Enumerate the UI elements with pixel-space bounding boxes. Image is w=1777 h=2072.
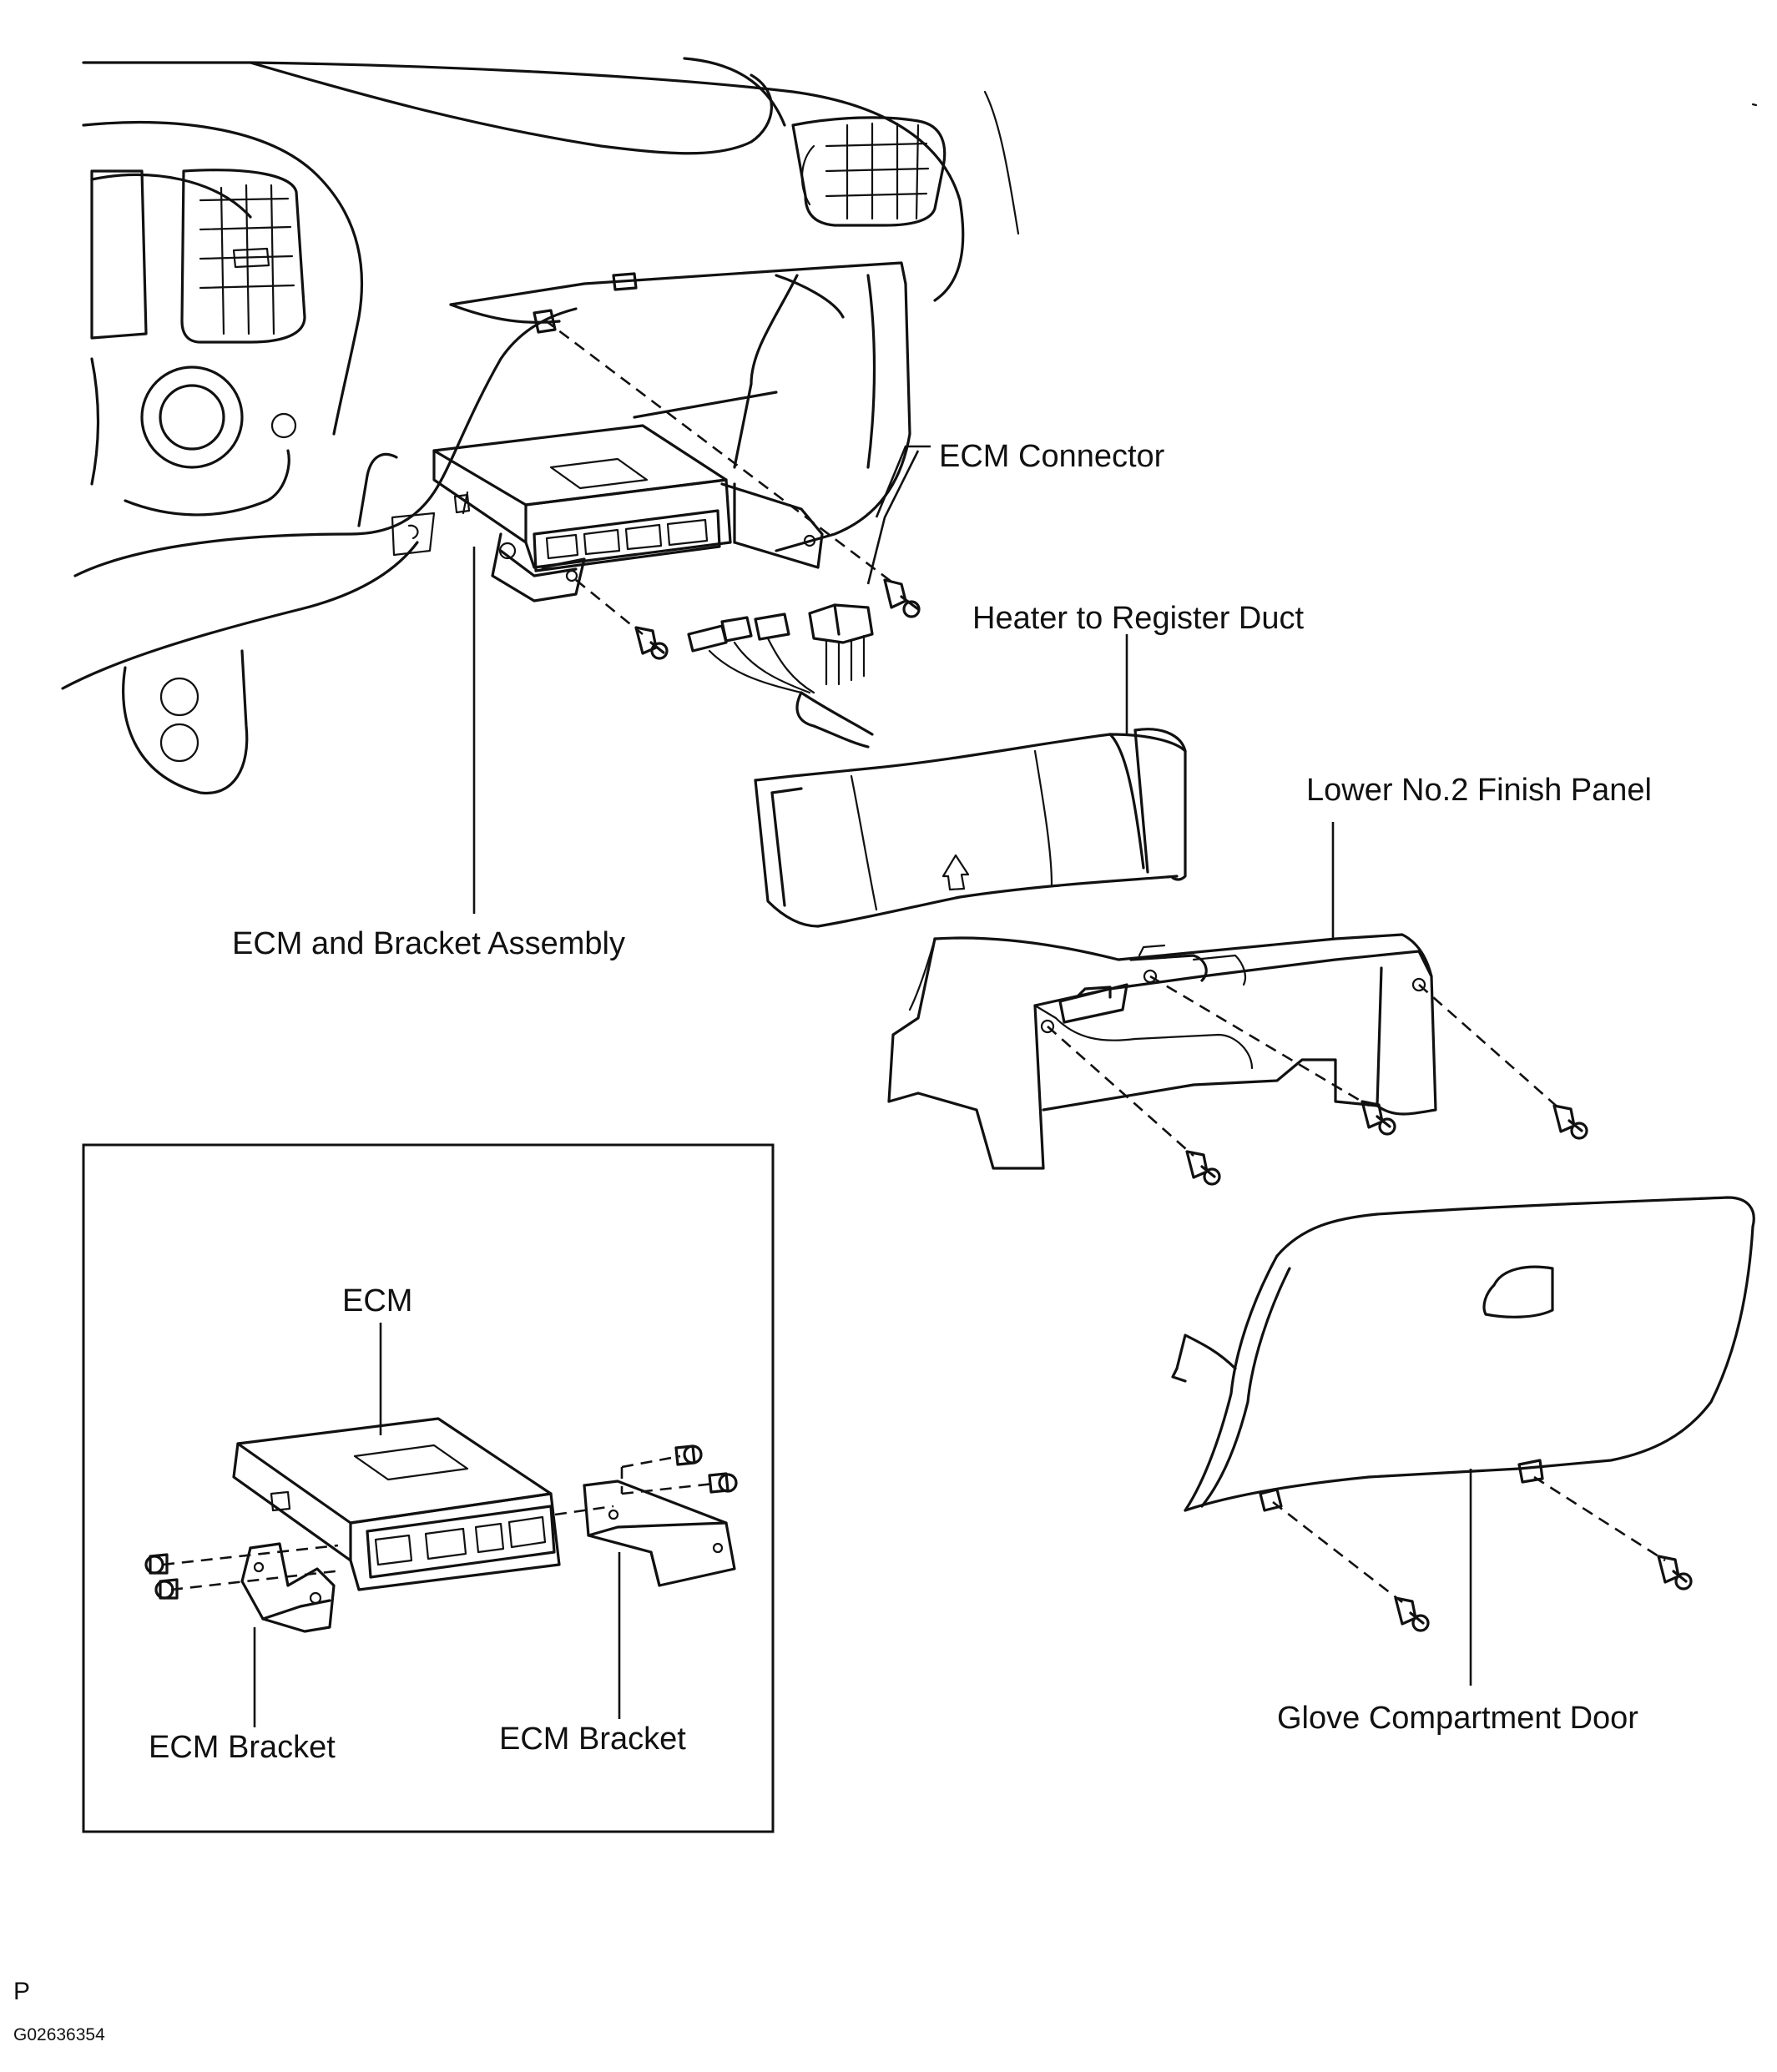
bolt-icon bbox=[883, 578, 921, 618]
alignment-lines-right bbox=[1047, 975, 1666, 1604]
leader-lines bbox=[472, 445, 1472, 1686]
ecm-bracket-assembly-part bbox=[432, 424, 824, 602]
inset-left-bracket-part bbox=[240, 1542, 336, 1633]
bolt-icon bbox=[708, 1472, 738, 1494]
glove-compartment-door-part bbox=[1171, 1196, 1755, 1512]
label-ecm: ECM bbox=[342, 1283, 413, 1318]
lower-finish-panel-part bbox=[887, 933, 1437, 1170]
label-ecm-connector: ECM Connector bbox=[939, 439, 1165, 474]
inset-right-bracket-part bbox=[583, 1480, 736, 1587]
bolt-icon bbox=[1552, 1104, 1588, 1140]
reference-letter: P bbox=[13, 1978, 31, 2005]
heater-register-duct-part bbox=[754, 728, 1187, 928]
ecm-connector-harness bbox=[687, 603, 874, 749]
bolt-icon bbox=[674, 1444, 703, 1466]
label-glove-compartment-door: Glove Compartment Door bbox=[1277, 1701, 1638, 1736]
label-ecm-bracket-left: ECM Bracket bbox=[149, 1730, 336, 1765]
reference-code: G02636354 bbox=[13, 2025, 105, 2044]
label-lower-finish-panel: Lower No.2 Finish Panel bbox=[1306, 773, 1652, 808]
bolt-icon bbox=[1657, 1555, 1693, 1591]
inset-box bbox=[82, 1143, 775, 1833]
label-ecm-bracket-assembly: ECM and Bracket Assembly bbox=[232, 926, 625, 961]
label-ecm-bracket-right: ECM Bracket bbox=[499, 1722, 686, 1757]
inset-leader-lines bbox=[253, 1323, 621, 1727]
bolt-icon bbox=[1185, 1150, 1221, 1186]
alignment-lines-inset bbox=[162, 1454, 714, 1591]
inset-ecm-part bbox=[232, 1417, 561, 1591]
bolt-icon bbox=[634, 626, 669, 660]
label-heater-register-duct: Heater to Register Duct bbox=[972, 601, 1305, 636]
bolt-icon bbox=[1361, 1100, 1396, 1136]
instrument-panel bbox=[61, 57, 1758, 795]
bolt-icon bbox=[144, 1553, 169, 1575]
alignment-lines-top bbox=[543, 318, 896, 636]
bolt-icon bbox=[154, 1578, 179, 1600]
bolt-icon bbox=[1394, 1596, 1430, 1632]
